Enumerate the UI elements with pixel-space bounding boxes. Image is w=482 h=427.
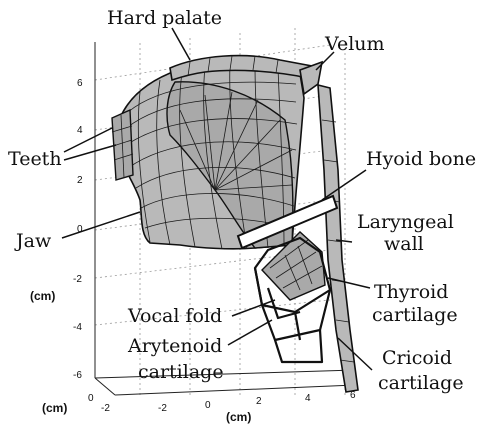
x-tick-labels: -2 0 2 4 6 (158, 390, 356, 414)
z-tick-label: -2 (73, 274, 82, 285)
label-arytenoid-line2: cartilage (138, 361, 224, 383)
label-cricoid-line2: cartilage (378, 372, 464, 394)
x-tick-label: -2 (158, 403, 167, 414)
label-laryngeal-wall-line2: wall (384, 233, 424, 255)
x-tick-label: 2 (256, 396, 262, 407)
cartilage-wireframe (255, 232, 330, 362)
z-axis-unit: (cm) (30, 289, 55, 303)
z-tick-label: 6 (77, 78, 83, 89)
y-tick-label: -2 (101, 403, 110, 414)
y-tick-label: 0 (88, 393, 94, 404)
label-thyroid-line2: cartilage (372, 304, 458, 326)
label-arytenoid-line1: Arytenoid (127, 335, 222, 357)
label-vocal-fold: Vocal fold (127, 305, 222, 327)
z-tick-labels: 6 4 2 0 -2 -4 -6 (73, 78, 83, 381)
label-teeth: Teeth (8, 148, 62, 170)
laryngeal-wall-shape (318, 85, 358, 392)
label-velum: Velum (324, 33, 385, 55)
x-tick-label: 0 (205, 400, 211, 411)
z-tick-label: -6 (73, 370, 82, 381)
label-laryngeal-wall-line1: Laryngeal (357, 211, 454, 233)
x-tick-label: 4 (305, 393, 311, 404)
z-tick-label: 2 (77, 175, 83, 186)
label-hyoid-bone: Hyoid bone (366, 148, 476, 170)
y-axis-unit: (cm) (42, 401, 67, 415)
label-thyroid-line1: Thyroid (374, 281, 448, 303)
label-cricoid-line1: Cricoid (382, 347, 452, 369)
label-hard-palate: Hard palate (107, 7, 222, 29)
z-tick-label: 4 (77, 125, 83, 136)
y-tick-labels: 0 -2 (88, 393, 110, 414)
z-tick-label: -4 (73, 322, 82, 333)
x-axis-unit: (cm) (226, 410, 251, 424)
label-jaw: Jaw (14, 230, 52, 252)
